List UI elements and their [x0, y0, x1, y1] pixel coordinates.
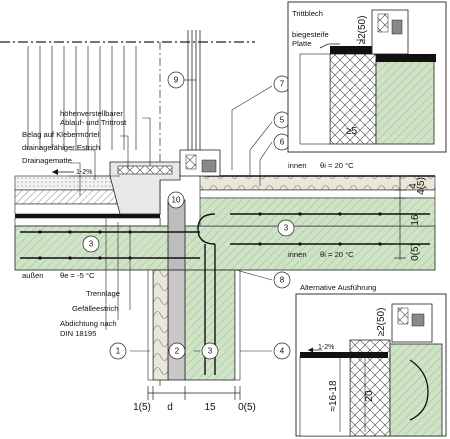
label-innen-1: innen [288, 161, 307, 170]
callout-5: 5 [280, 116, 285, 125]
dim-bottom-4: 0(5) [238, 402, 256, 413]
label-trennlage: Trennlage [86, 289, 120, 298]
dim-right-4: 0(5) [410, 243, 421, 261]
label-abdichtung-2: DIN 18195 [60, 329, 96, 338]
inset-dim-ge5: ≥5 [346, 126, 357, 137]
label-belag: Belag auf Klebermörtel [22, 130, 100, 139]
label-aussen: außen [22, 271, 44, 280]
callout-3a: 3 [89, 240, 94, 249]
label-abdichtung-1: Abdichtung nach [60, 319, 117, 328]
label-gefaelle: 1-2% [76, 169, 92, 176]
label-ablauf-1: höhenverstellbarer [60, 109, 123, 118]
label-gefaelle-alt: 1-2% [318, 344, 334, 351]
label-biegesteife-1: biegesteife [292, 30, 329, 39]
label-ablauf-2: Ablauf- und Trittrost [60, 118, 127, 127]
label-theta-1: θi = 20 °C [320, 161, 354, 170]
dim-bottom-3: 15 [204, 402, 216, 413]
callout-10: 10 [172, 196, 181, 205]
facade-hatching [20, 46, 150, 166]
label-theta-e: θe = -5 °C [60, 271, 95, 280]
external-insulation [152, 269, 169, 381]
inset-dim-ge2: ≥2(50) [357, 16, 368, 45]
dim-right-3: 16 [410, 214, 421, 226]
callout-group: 1 2 3 3 3 4 5 6 7 8 9 10 [82, 71, 295, 360]
dim-bottom-1: 1(5) [133, 402, 151, 413]
bearing-wall [184, 269, 236, 381]
dim-right-1: 4 [408, 183, 419, 189]
dim-bottom-2: d [167, 402, 173, 413]
callout-4: 4 [280, 347, 285, 356]
inset-dim-ge2-alt: ≥2(50) [376, 308, 387, 337]
label-drainagematte: Drainagematte [22, 156, 72, 165]
dim-right-2: 4(5) [416, 177, 427, 195]
insulation-core [167, 269, 186, 381]
callout-1: 1 [116, 347, 121, 356]
label-alternative: Alternative Ausführung [300, 283, 376, 292]
inset-dim-20: 20 [364, 390, 375, 402]
abdichtung-layer [15, 214, 160, 218]
callout-6: 6 [280, 138, 285, 147]
inset-dim-1618: ≈16-18 [328, 380, 339, 412]
label-trittblech: Trittblech [292, 9, 323, 18]
callout-9: 9 [174, 76, 179, 85]
label-innen-2: innen [288, 250, 307, 259]
callout-3b: 3 [284, 224, 289, 233]
label-gefaelleestrich: Gefälleestrich [72, 304, 118, 313]
callout-3c: 3 [208, 347, 213, 356]
callout-8: 8 [280, 276, 285, 285]
thermal-break [167, 199, 186, 271]
callout-7: 7 [280, 80, 285, 89]
callout-2: 2 [175, 347, 180, 356]
inset-alternative-detail: Alternative Ausführung 1-2% ≈16-18 20 ≥2… [295, 283, 447, 437]
gefaelleestrich-layer [14, 217, 161, 227]
inset-top-detail: Trittblech biegesteife Platte ≥2(50) ≥5 [287, 1, 447, 153]
label-estrich: drainagefähiger Estrich [22, 143, 100, 152]
label-theta-2: θi = 20 °C [320, 250, 354, 259]
label-biegesteife-2: Platte [292, 39, 311, 48]
